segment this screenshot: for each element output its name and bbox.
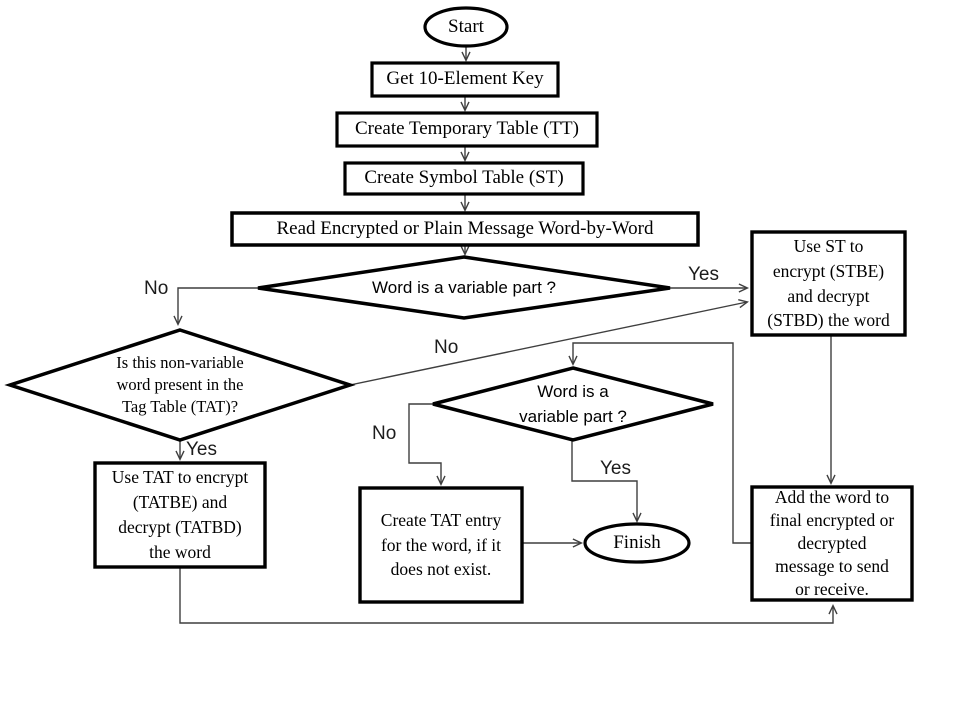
shape-decision2 (432, 366, 714, 442)
shape-decision1 (257, 255, 671, 320)
connector-group (178, 46, 833, 624)
edge-label-no-decision1: No (144, 278, 169, 299)
shape-get-key (370, 61, 560, 98)
shape-add-word (750, 485, 914, 602)
connector-usetat-to-addword (179, 567, 833, 624)
edge-label-yes-tat-present: Yes (186, 439, 217, 460)
edge-label-no-tat-present: No (434, 337, 459, 358)
connector-decision2-no (408, 403, 441, 484)
connector-tatpresent-no-diagonal (349, 302, 747, 386)
edge-label-no-decision2: No (372, 423, 397, 444)
shape-create-tat-entry (358, 486, 524, 604)
shape-finish-terminator (583, 522, 691, 564)
shape-group (4, 6, 914, 604)
shape-use-st (750, 230, 907, 337)
connector-addword-to-decision2 (573, 342, 752, 544)
connector-decision2-yes (571, 440, 637, 521)
shape-create-st (343, 161, 585, 196)
shape-tat-present-decision (4, 328, 356, 442)
shape-read-message (230, 211, 700, 247)
connector-decision1-no (178, 287, 258, 324)
shape-start-terminator (423, 6, 509, 48)
edge-label-yes-decision2: Yes (600, 458, 631, 479)
edge-label-yes-decision1: Yes (688, 264, 719, 285)
shape-create-tt (335, 111, 599, 148)
shape-use-tat (93, 461, 267, 569)
